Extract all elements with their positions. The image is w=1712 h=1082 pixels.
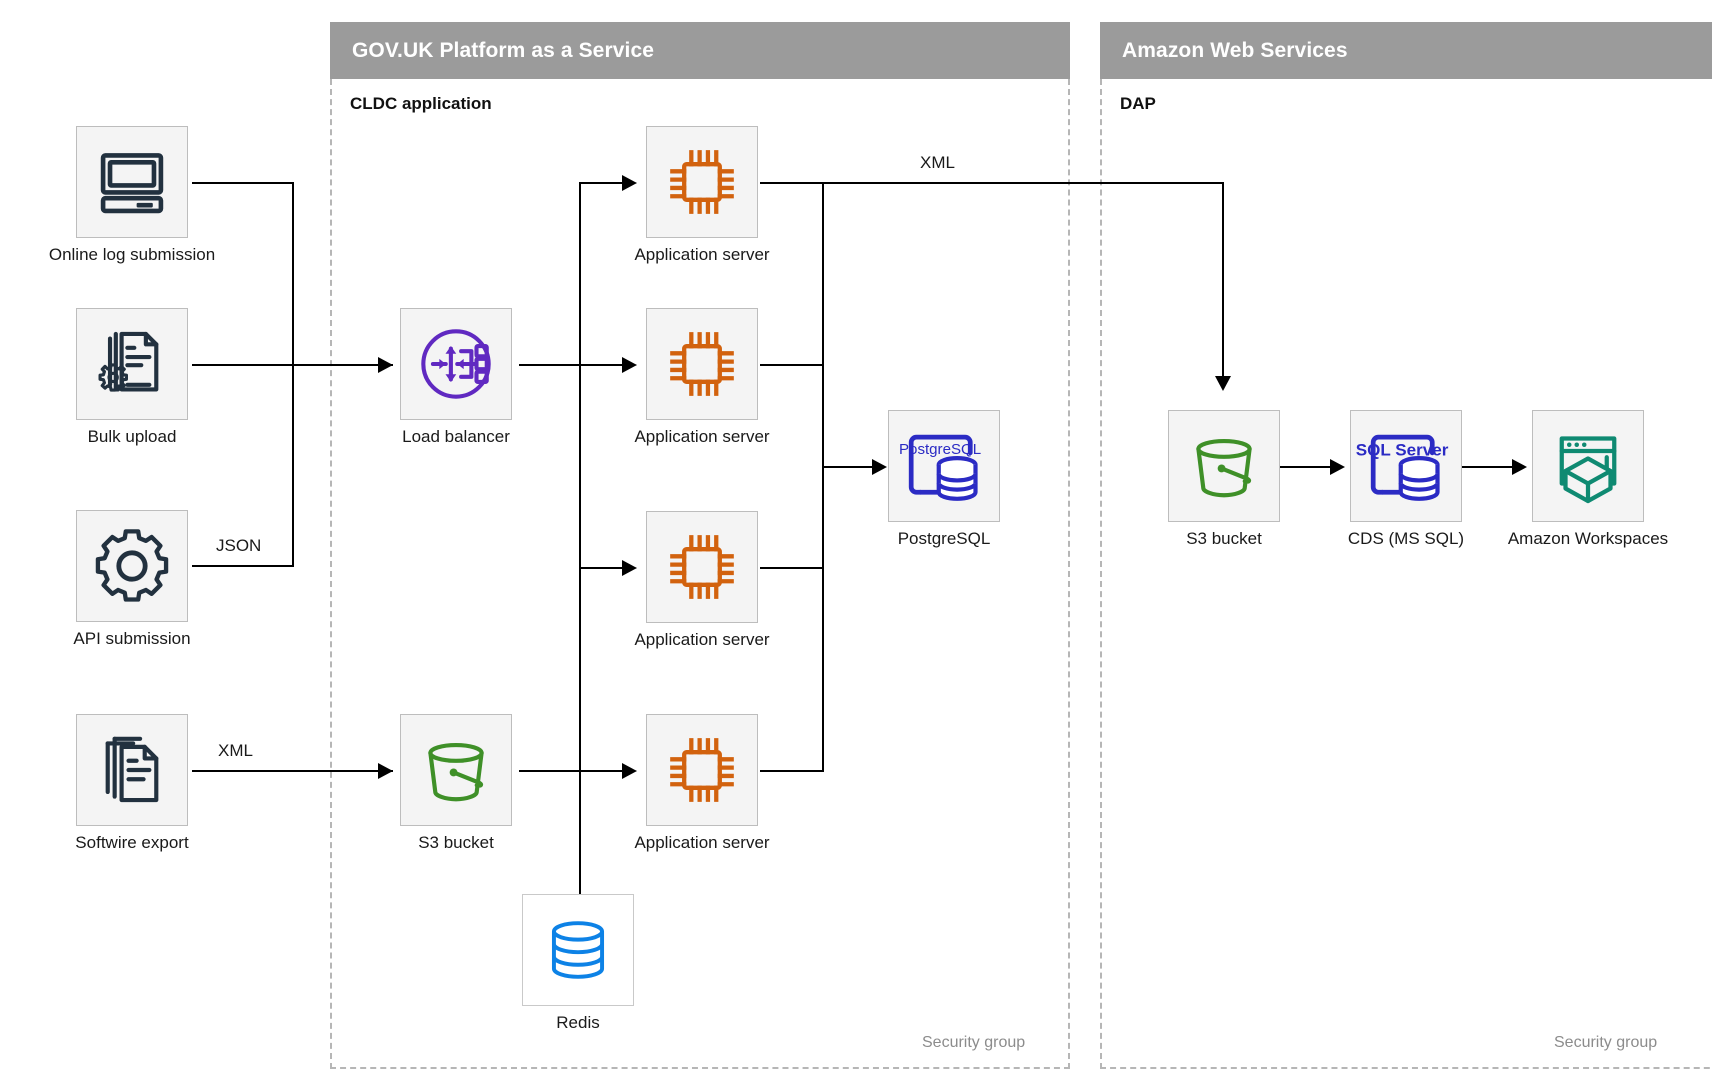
node-label: CDS (MS SQL)	[1347, 529, 1465, 548]
node-box	[1168, 410, 1280, 522]
database-cylinder-icon	[543, 915, 613, 985]
sql-server-icon: SQL Server	[1356, 424, 1449, 508]
node-box	[522, 894, 634, 1006]
node-box: PostgreSQL	[888, 410, 1000, 522]
node-box	[1532, 410, 1644, 522]
node-box	[76, 510, 188, 622]
node-box	[646, 511, 758, 623]
connector-app-1-to-aws-s3	[760, 182, 1224, 184]
postgresql-icon: PostgreSQL	[899, 424, 986, 508]
arrowhead-to-cds	[1330, 459, 1345, 475]
security-group-label-aws: Security group	[1554, 1034, 1658, 1051]
arrowhead-to-app-server-4	[622, 763, 637, 779]
connector-input-merge-bus	[292, 182, 294, 567]
node-box	[400, 308, 512, 420]
connector-fanout-to-app-3	[579, 567, 632, 569]
group-header-aws: Amazon Web Services	[1100, 22, 1712, 79]
node-box	[76, 126, 188, 238]
node-box: SQL Server	[1350, 410, 1462, 522]
desktop-computer-icon	[95, 145, 169, 219]
arrowhead-to-app-server-3	[622, 560, 637, 576]
document-gear-icon	[95, 327, 169, 401]
connector-online-log-to-bus	[192, 182, 294, 184]
connector-fanout-to-app-2	[579, 364, 632, 366]
connector-fanout-to-app-1	[579, 182, 632, 184]
connector-bulk-upload-to-lb	[192, 364, 393, 366]
connector-xml-drop-to-aws-s3	[1222, 182, 1224, 382]
edge-label-json: JSON	[216, 536, 262, 555]
connector-cds-to-workspaces	[1462, 466, 1520, 468]
connector-app-2-to-collector	[760, 364, 824, 366]
connector-collector-to-postgres	[822, 466, 880, 468]
node-label: Application server	[634, 833, 770, 852]
connector-softwire-to-s3	[192, 770, 393, 772]
node-label: Application server	[634, 245, 770, 264]
workspaces-cube-icon	[1548, 426, 1628, 506]
node-label: Bulk upload	[87, 427, 177, 446]
node-box	[76, 714, 188, 826]
postgresql-icon-label: PostgreSQL	[899, 441, 981, 458]
bucket-icon	[417, 731, 495, 809]
connector-s3-to-app-4	[519, 770, 581, 772]
connector-lb-to-fanout	[519, 364, 581, 366]
cpu-chip-icon	[664, 326, 740, 402]
connector-postgres-collector-bus	[822, 182, 824, 772]
connector-redis-to-bus	[579, 772, 581, 907]
node-label: Redis	[556, 1013, 600, 1032]
cpu-chip-icon	[664, 529, 740, 605]
arrowhead-to-s3-paas	[378, 763, 393, 779]
cpu-chip-icon	[664, 732, 740, 808]
security-group-label-paas: Security group	[922, 1034, 1026, 1051]
arrowhead-to-postgresql	[872, 459, 887, 475]
zone-label-dap: DAP	[1120, 94, 1156, 113]
group-title-aws: Amazon Web Services	[1122, 38, 1348, 62]
edge-label-xml-softwire: XML	[218, 741, 253, 760]
load-balancer-icon	[415, 323, 497, 405]
document-stack-icon	[95, 733, 169, 807]
edge-label-xml-to-s3: XML	[920, 153, 955, 172]
arrowhead-to-app-server-2	[622, 357, 637, 373]
node-box	[76, 308, 188, 420]
node-box	[400, 714, 512, 826]
node-box	[646, 126, 758, 238]
sql-server-icon-label: SQL Server	[1356, 441, 1449, 460]
node-label: Load balancer	[402, 427, 510, 446]
arrowhead-to-load-balancer	[378, 357, 393, 373]
connector-app-4-to-collector	[760, 770, 824, 772]
node-label: Amazon Workspaces	[1507, 529, 1669, 548]
connector-app-3-to-collector	[760, 567, 824, 569]
arrowhead-to-workspaces	[1512, 459, 1527, 475]
bucket-icon	[1185, 427, 1263, 505]
node-label: S3 bucket	[1186, 529, 1262, 548]
node-label: Application server	[634, 630, 770, 649]
node-label: Application server	[634, 427, 770, 446]
group-header-paas: GOV.UK Platform as a Service	[330, 22, 1070, 79]
node-label: API submission	[73, 629, 191, 648]
zone-label-cldc: CLDC application	[350, 94, 492, 113]
arrowhead-to-s3-bucket-aws	[1215, 376, 1231, 391]
node-label: S3 bucket	[418, 833, 494, 852]
security-group-zone-paas	[330, 79, 1070, 1069]
connector-fanout-to-app-4	[579, 770, 632, 772]
node-label: Online log submission	[48, 245, 216, 264]
connector-api-to-bus	[192, 565, 294, 567]
group-title-paas: GOV.UK Platform as a Service	[352, 38, 654, 62]
security-group-zone-aws	[1100, 79, 1712, 1069]
gear-icon	[93, 527, 171, 605]
node-box	[646, 308, 758, 420]
node-label: Softwire export	[75, 833, 189, 852]
arrowhead-to-app-server-1	[622, 175, 637, 191]
node-label: PostgreSQL	[897, 529, 991, 548]
node-box	[646, 714, 758, 826]
connector-s3-to-cds	[1280, 466, 1338, 468]
connector-fanout-bus	[579, 182, 581, 772]
cpu-chip-icon	[664, 144, 740, 220]
